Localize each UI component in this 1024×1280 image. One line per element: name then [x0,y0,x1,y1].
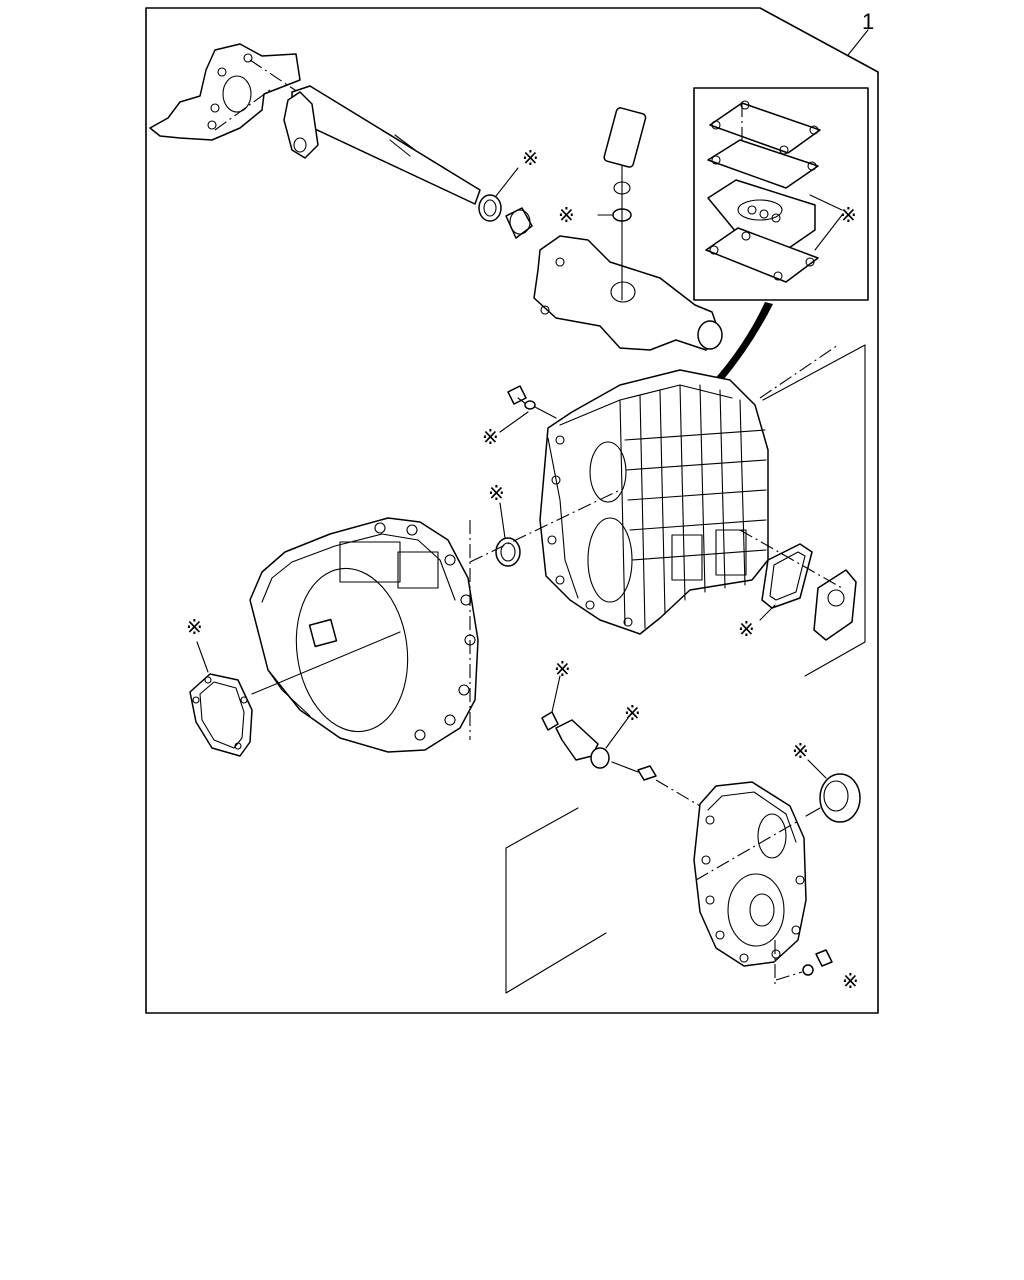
seal-mark-tower: ※ [558,203,575,227]
rear-oil-seal [805,759,861,823]
seal-mark-rear-seal: ※ [792,739,809,763]
seal-mark-input: ※ [488,481,505,505]
clutch-bell-housing [249,517,479,753]
case-bolt-washer [499,385,557,433]
seal-mark-bolt: ※ [482,425,499,449]
seal-mark-sensor: ※ [554,657,571,681]
shift-shaft-housing [149,43,481,205]
seal-mark-oring: ※ [624,701,641,725]
shift-tower-cover [533,107,723,351]
callout-number: 1 [862,9,874,34]
input-oil-seal [469,489,621,567]
seal-mark-gasket-left: ※ [186,615,203,639]
seal-mark-inset: ※ [840,203,857,227]
rear-cover [693,781,807,988]
bracket-right [762,344,866,677]
seal-mark-drain: ※ [842,969,859,993]
gasket-inset-box [693,87,869,301]
seal-mark-pto: ※ [738,617,755,641]
inset-leader [712,302,773,384]
main-transmission-case [539,344,839,635]
bracket-lower-left [505,807,607,994]
frame-border [145,7,879,1014]
callout-leader [847,29,869,56]
speed-sensor-oring [541,675,701,807]
seal-mark-shaft: ※ [522,146,539,170]
bell-housing-gasket [189,641,253,757]
drain-plug [775,949,833,981]
gasket-set-group [705,100,843,283]
shaft-seal-bushing [478,167,533,239]
pto-cover-gasket [739,529,857,641]
